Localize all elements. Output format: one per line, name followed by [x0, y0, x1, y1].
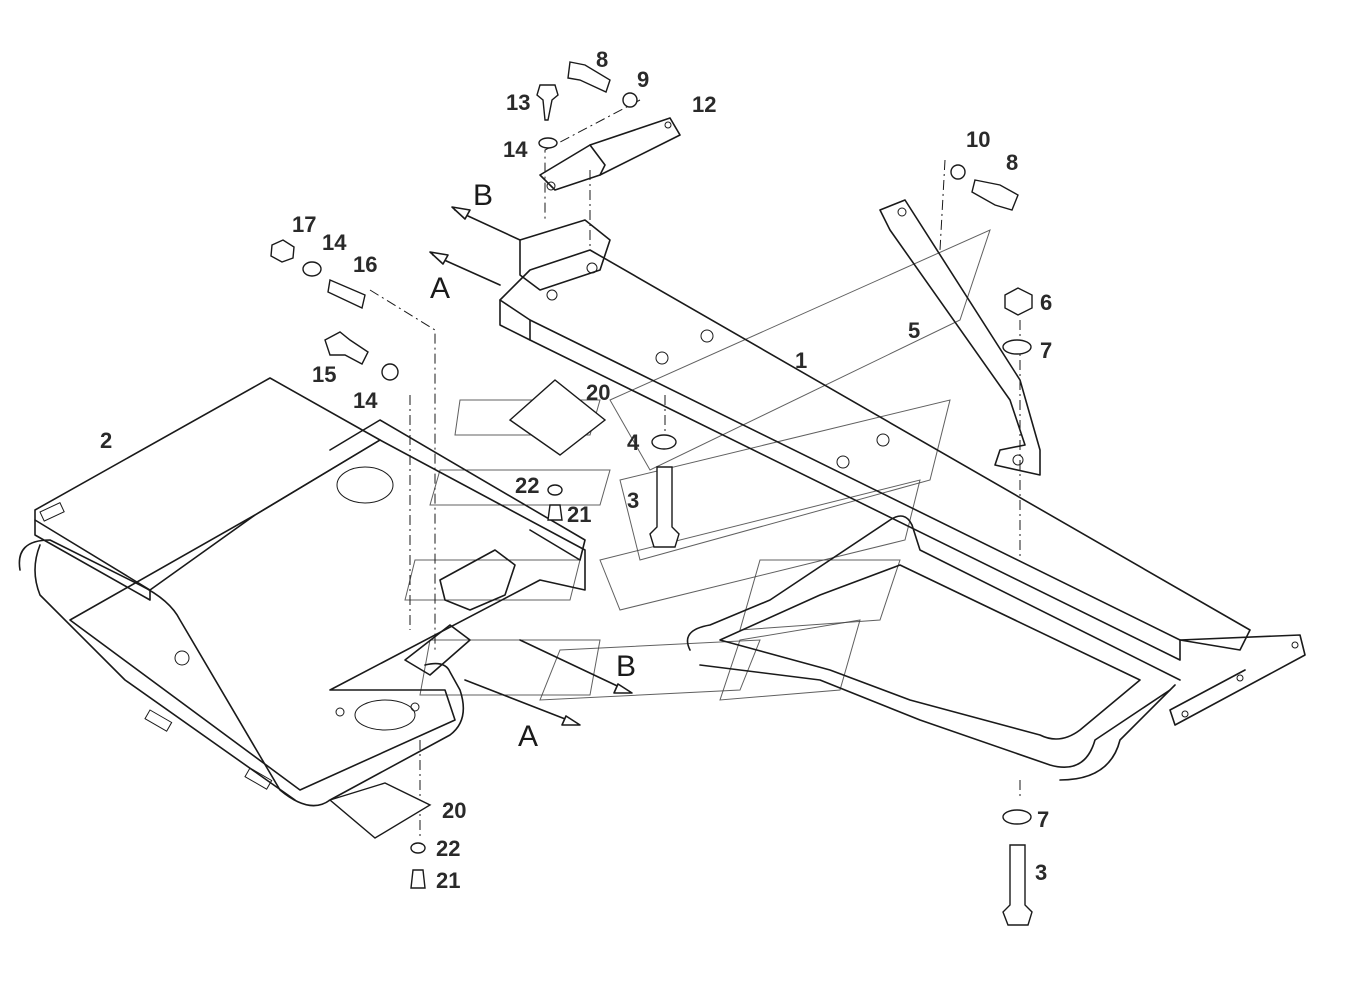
part-label-8: 8	[596, 47, 608, 72]
part-label-4: 4	[627, 430, 640, 455]
view-label-b: B	[473, 179, 493, 212]
part-label-17: 17	[292, 212, 316, 237]
side-bracket	[879, 199, 1041, 476]
part-label-10: 10	[966, 127, 990, 152]
view-label-b: B	[616, 650, 636, 683]
part-label-7: 7	[1037, 807, 1049, 832]
part-label-15: 15	[312, 362, 336, 387]
assembly-centerlines	[369, 99, 1021, 840]
part-label-1: 1	[795, 348, 807, 373]
part-label-9: 9	[637, 67, 649, 92]
part-label-7: 7	[1040, 338, 1052, 363]
part-label-2: 2	[100, 428, 112, 453]
left-platform	[18, 377, 586, 807]
part-label-20: 20	[586, 380, 610, 405]
part-labels: 1 2 3 3 4 5 6 7 7 8 8 9 10 12 13 14 14 1…	[100, 47, 1052, 893]
part-label-21: 21	[436, 868, 460, 893]
view-labels: A A B B	[430, 179, 636, 753]
right-platform	[686, 515, 1181, 781]
part-label-22: 22	[515, 473, 539, 498]
part-label-14: 14	[353, 388, 378, 413]
part-label-3: 3	[1035, 860, 1047, 885]
view-arrows	[429, 206, 633, 726]
view-label-a: A	[430, 272, 450, 305]
part-label-22: 22	[436, 836, 460, 861]
hardware	[270, 61, 1033, 926]
center-clamp	[404, 549, 516, 676]
part-label-8: 8	[1006, 150, 1018, 175]
part-label-14: 14	[503, 137, 528, 162]
main-beam	[499, 219, 1306, 726]
part-label-12: 12	[692, 92, 716, 117]
part-label-20: 20	[442, 798, 466, 823]
part-label-5: 5	[908, 318, 920, 343]
part-label-13: 13	[506, 90, 530, 115]
watermark-logo	[404, 229, 991, 701]
part-label-21: 21	[567, 502, 591, 527]
part-label-3: 3	[627, 488, 639, 513]
part-label-14: 14	[322, 230, 347, 255]
view-label-a: A	[518, 720, 538, 753]
part-label-16: 16	[353, 252, 377, 277]
upper-bracket	[539, 117, 681, 191]
part-label-6: 6	[1040, 290, 1052, 315]
